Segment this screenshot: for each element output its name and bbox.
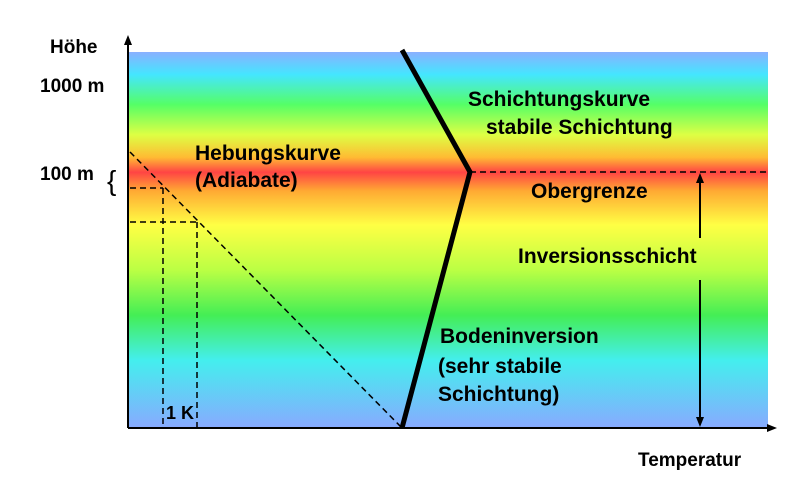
adiabat-dashed-line [129,151,403,429]
temperature-band-background [128,52,768,428]
bodeninversion-label: Bodeninversion [440,325,599,348]
tick-label-1000m: 1000 m [40,76,104,97]
brace-100m: { [107,165,116,196]
sehr-stabile-label: (sehr stabile [438,355,562,378]
stratification-curve [399,48,473,429]
y-axis-label: Höhe [50,37,98,58]
inversionsschicht-label: Inversionsschicht [518,245,697,268]
schichtung-label: Schichtung) [438,383,559,406]
hebungskurve-label: Hebungskurve [195,142,341,165]
tick-label-100m: 100 m [40,164,94,185]
x-axis-label: Temperatur [638,450,742,471]
stabile-schichtung-label: stabile Schichtung [486,116,673,139]
schichtungskurve-label: Schichtungskurve [468,88,650,111]
obergrenze-label: Obergrenze [531,180,648,203]
one-kelvin-label: 1 K [166,403,194,423]
adiabate-label: (Adiabate) [195,169,298,192]
